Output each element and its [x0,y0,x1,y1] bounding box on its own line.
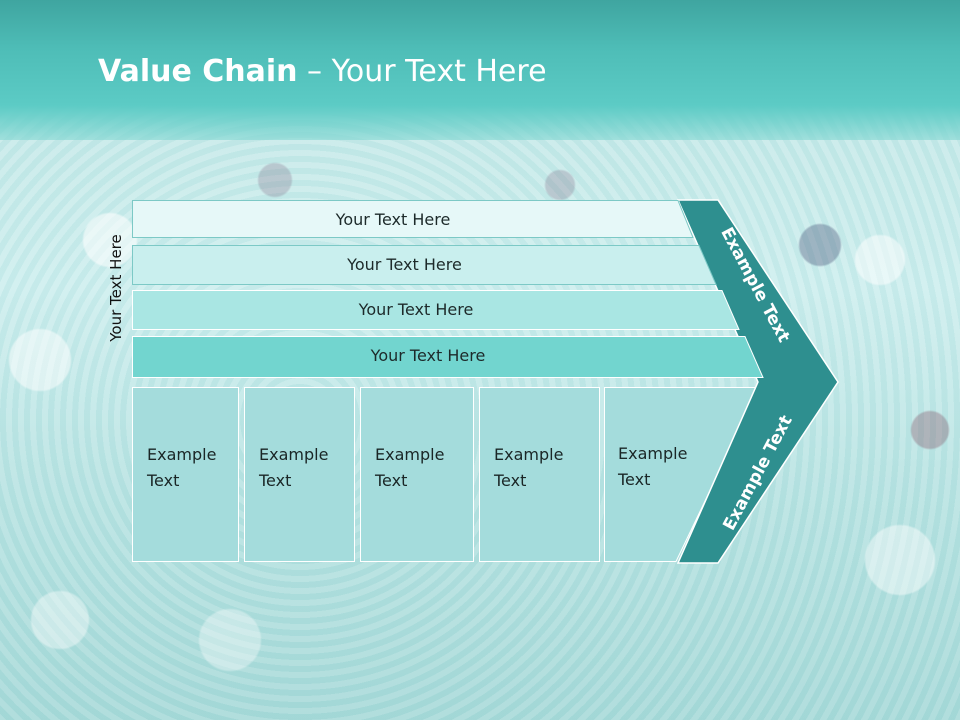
column-3-line1: Example [375,445,445,464]
column-4-line1: Example [494,445,564,464]
bar-2-label: Your Text Here [347,254,462,274]
column-4-line2: Text [494,471,527,490]
bar-4-label: Your Text Here [370,345,486,365]
bar-3-label: Your Text Here [358,299,474,319]
column-1-line1: Example [147,445,217,464]
bar-1-label: Your Text Here [335,209,451,229]
bar-1: Your Text Here [132,200,694,238]
column-1-line2: Text [147,471,180,490]
column-5-line2: Text [618,470,651,489]
column-5: Example Text [604,387,760,562]
column-2-line1: Example [259,445,329,464]
column-2-line2: Text [259,471,292,490]
reflection [0,563,960,720]
bar-2: Your Text Here [132,245,717,285]
column-5-line1: Example [618,444,688,463]
side-label: Your Text Here [107,234,125,342]
page-title: Value Chain – Your Text Here [98,54,547,89]
header-band [0,0,960,140]
bar-3: Your Text Here [132,290,740,330]
column-3-line2: Text [375,471,408,490]
bar-4: Your Text Here [132,336,764,378]
